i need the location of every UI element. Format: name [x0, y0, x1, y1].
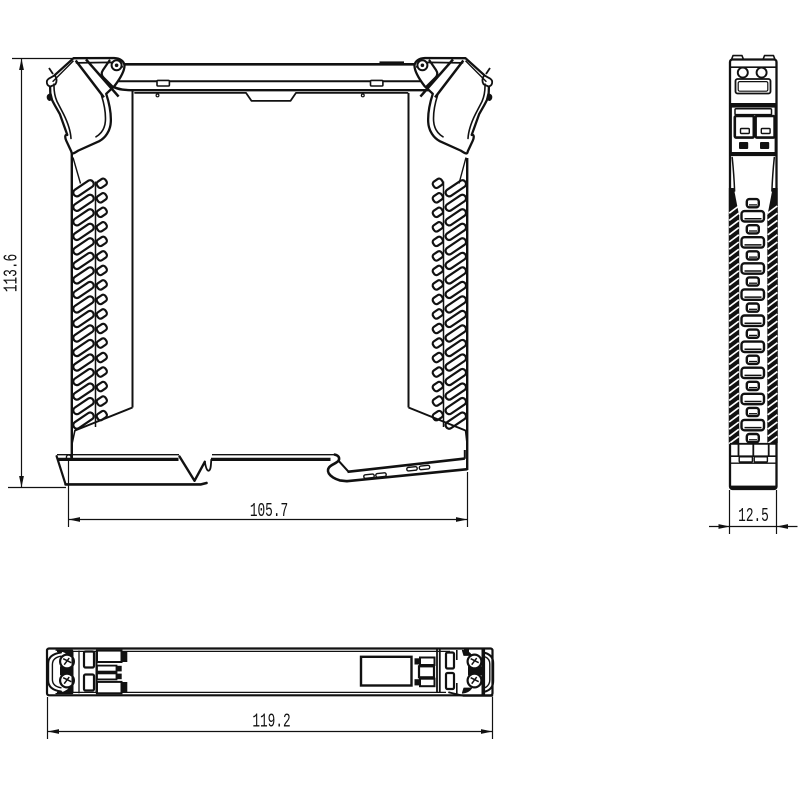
svg-text:105.7: 105.7	[250, 499, 288, 521]
svg-text:119.2: 119.2	[252, 710, 290, 732]
svg-text:113.6: 113.6	[0, 254, 22, 292]
svg-text:12.5: 12.5	[738, 504, 769, 526]
